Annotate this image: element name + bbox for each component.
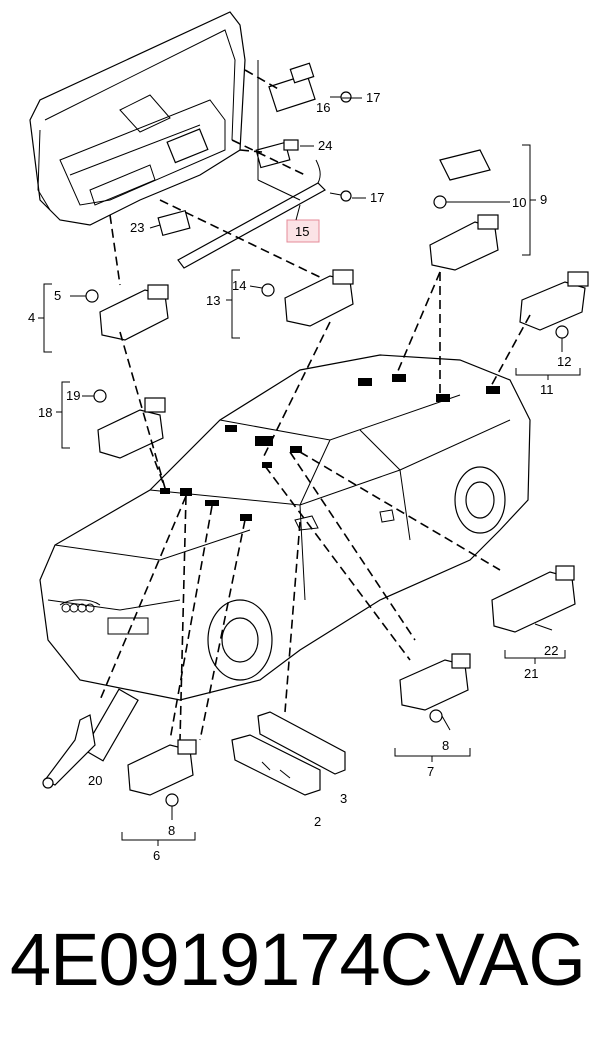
callout-2: 2	[314, 814, 321, 829]
callout-21: 21	[524, 666, 538, 681]
lamp-unit-18	[56, 381, 166, 459]
leader-lines	[99, 271, 531, 741]
callout-15: 15	[295, 224, 309, 239]
callout-14: 14	[232, 278, 246, 293]
lamp-unit-13	[226, 269, 354, 339]
roof-lamp-pads	[160, 374, 500, 521]
lamp-unit-4	[38, 283, 169, 353]
callout-9: 9	[540, 192, 547, 207]
part-number: 4E0919174C	[10, 918, 433, 1001]
callout-13: 13	[206, 293, 220, 308]
callout-22: 22	[544, 643, 558, 658]
door-panel	[29, 11, 246, 226]
part-15-strip	[177, 159, 326, 269]
callout-11: 11	[540, 382, 554, 397]
lamp-unit-9	[429, 144, 536, 271]
lamp-unit-21	[491, 565, 576, 664]
highlight-box-15	[286, 219, 320, 243]
car-body	[39, 354, 531, 701]
callout-10: 10	[512, 195, 526, 210]
callout-7: 7	[427, 764, 434, 779]
lamp-unit-6	[121, 739, 197, 846]
parts-diagram: 1 2 3 4 5 6 7 8 8 9 10 11 12 13 14 15 16…	[28, 11, 589, 863]
footer: 4E0919174C VAG	[0, 905, 600, 1015]
callout-23: 23	[130, 220, 144, 235]
callout-12: 12	[557, 354, 571, 369]
callout-16: 16	[316, 100, 330, 115]
callout-18: 18	[38, 405, 52, 420]
lamp-unit-11	[515, 271, 589, 380]
part-17-screw-top	[330, 91, 352, 103]
part-23	[157, 209, 191, 237]
lamp-unit-7	[394, 653, 471, 762]
callout-20: 20	[88, 773, 102, 788]
part-16	[268, 62, 316, 113]
callout-4: 4	[28, 310, 35, 325]
callout-8a: 8	[168, 823, 175, 838]
callout-17a: 17	[366, 90, 380, 105]
brand-label: VAG	[435, 918, 586, 1001]
part-2-3	[231, 711, 346, 796]
callout-8b: 8	[442, 738, 449, 753]
callout-17b: 17	[370, 190, 384, 205]
part-20	[42, 688, 139, 789]
callout-24: 24	[318, 138, 332, 153]
callout-6: 6	[153, 848, 160, 863]
callout-19: 19	[66, 388, 80, 403]
part-24	[255, 139, 299, 169]
callout-3: 3	[340, 791, 347, 806]
callout-leaders	[149, 97, 366, 229]
callout-5: 5	[54, 288, 61, 303]
callout-labels: 1 2 3 4 5 6 7 8 8 9 10 11 12 13 14 15 16…	[28, 90, 571, 863]
part-17-screw-mid	[329, 190, 352, 202]
